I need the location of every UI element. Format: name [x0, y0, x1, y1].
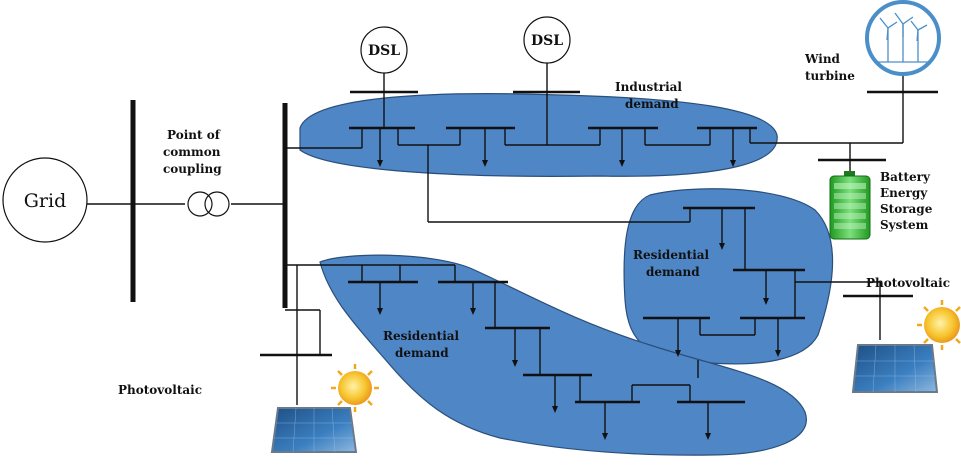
wind-turbine-label: Wind turbine: [804, 52, 855, 83]
pcc-label: Point of common coupling: [163, 128, 225, 176]
residential-demand-left-label: Residential demand: [383, 329, 463, 360]
dsl-right-label: DSL: [531, 33, 563, 49]
battery-icon: [829, 171, 871, 240]
dsl-left-label: DSL: [368, 43, 400, 59]
grid-label: Grid: [24, 190, 67, 212]
sun-icon: [917, 300, 961, 350]
transformer-icon: [187, 191, 230, 217]
residential-demand-right-label: Residential demand: [633, 248, 713, 279]
grid-source: [2, 157, 88, 243]
residential-demand-region-right: [623, 188, 834, 365]
dsl-left-node: [360, 26, 408, 74]
sun-icon: [331, 364, 379, 412]
industrial-demand-region: [299, 93, 778, 177]
solar-panel-icon: [851, 344, 939, 393]
solar-panel-icon: [270, 407, 358, 453]
dsl-right-node: [523, 16, 571, 64]
wind-turbine-icon: [865, 0, 941, 76]
photovoltaic-right-label: Photovoltaic: [866, 276, 950, 290]
photovoltaic-left-label: Photovoltaic: [118, 383, 202, 397]
residential-demand-region-left: [319, 254, 807, 456]
industrial-demand-label: Industrial demand: [615, 80, 686, 111]
battery-label: Battery Energy Storage System: [880, 170, 937, 232]
